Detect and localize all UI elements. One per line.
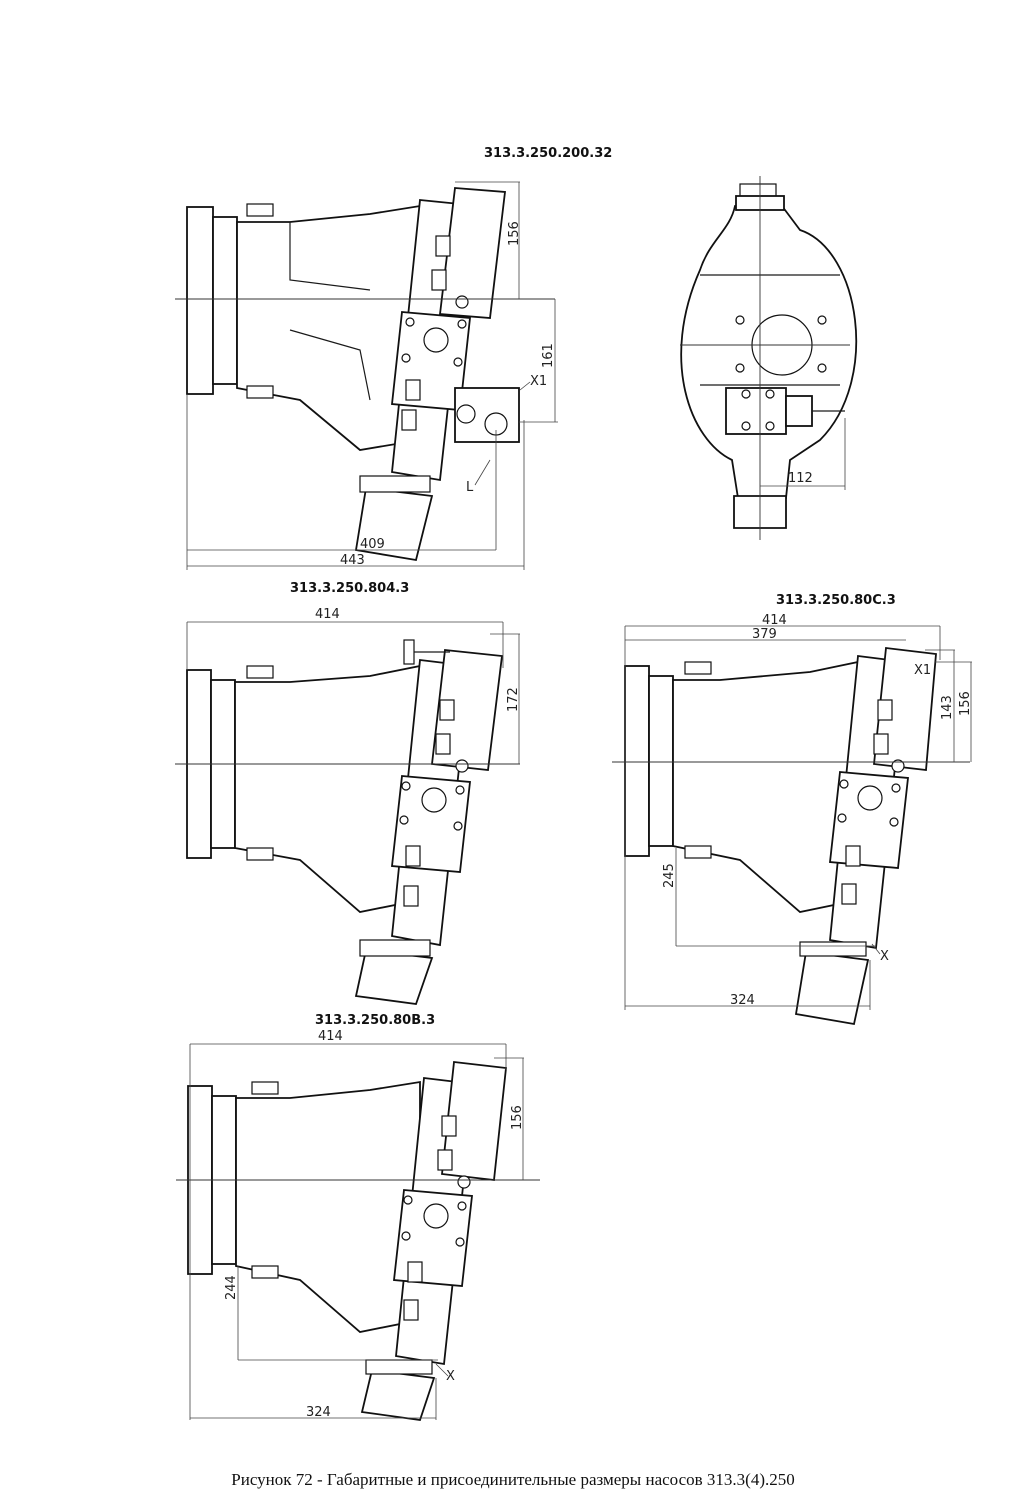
dim-244-v5: 244	[224, 1275, 239, 1300]
view-title-4: 313.3.250.80С.3	[776, 593, 896, 608]
dim-112-v2: 112	[788, 471, 813, 486]
pump-end-view: 112	[680, 176, 858, 540]
dim-l-v1: L	[466, 480, 474, 495]
view-title-5: 313.3.250.80В.3	[315, 1013, 436, 1028]
dim-156-v1: 156	[507, 221, 522, 246]
dim-324-v4: 324	[730, 993, 755, 1008]
dim-161-v1: 161	[541, 343, 556, 368]
dim-x1-v4: X1	[914, 663, 931, 678]
dim-143-v4: 143	[940, 695, 955, 720]
dim-x-v4: X	[880, 949, 889, 964]
dim-245-v4: 245	[662, 863, 677, 888]
dim-414-v5: 414	[318, 1029, 343, 1044]
figure-caption: Рисунок 72 - Габаритные и присоединитель…	[231, 1470, 795, 1489]
pump-side-view-4: 414 379 143 156 X1 245 X 324	[612, 613, 973, 1026]
dim-x-v5: X	[446, 1369, 455, 1384]
dim-379-v4: 379	[752, 627, 777, 642]
dim-172-v3: 172	[506, 687, 521, 712]
dim-409-v1: 409	[360, 537, 385, 552]
view-title-1: 313.3.250.200.32	[484, 146, 613, 161]
pump-side-view-5: 414 156 244 X 324	[176, 1029, 540, 1421]
pump-side-view-1: 156 161 X1 L 409 443	[175, 181, 558, 570]
dim-324-v5: 324	[306, 1405, 331, 1420]
view-title-3: 313.3.250.804.3	[290, 581, 410, 596]
dim-414-v4: 414	[762, 613, 787, 628]
dim-x1-v1: X1	[530, 374, 547, 389]
pump-side-view-3: 414 172	[175, 607, 521, 1005]
dim-156-v4: 156	[958, 691, 973, 716]
dim-156-v5: 156	[510, 1105, 525, 1130]
dim-443-v1: 443	[340, 553, 365, 568]
dim-414-v3: 414	[315, 607, 340, 622]
